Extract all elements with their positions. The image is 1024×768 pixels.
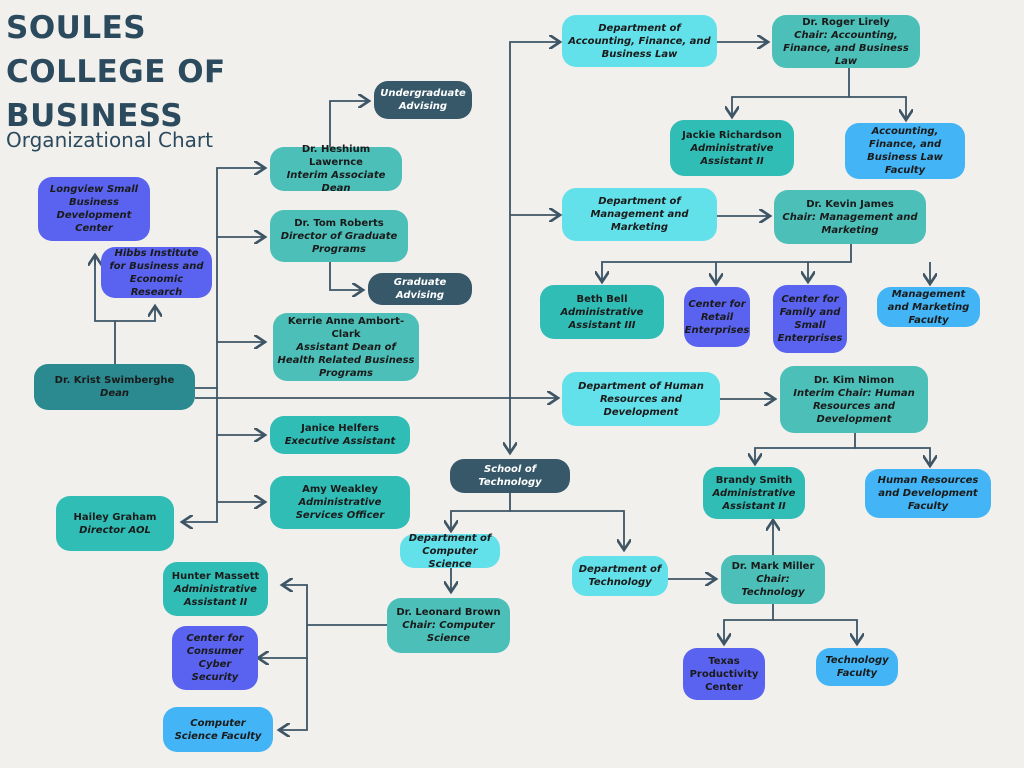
node-ug-advising: Undergraduate Advising xyxy=(374,81,472,119)
node-family: Center for Family and Small Enterprises xyxy=(773,285,847,353)
node-lawernce: Dr. Heshium Lawernce Interim Associate D… xyxy=(270,144,402,194)
node-dean: Dr. Krist Swimberghe Dean xyxy=(34,364,195,410)
node-dept-technology: Department of Technology xyxy=(572,556,668,596)
node-massett: Hunter Massett Administrative Assistant … xyxy=(163,562,268,616)
node-lirely: Dr. Roger Lirely Chair: Accounting, Fina… xyxy=(772,15,920,68)
node-dept-afbl: Department of Accounting, Finance, and B… xyxy=(562,15,717,67)
node-grad-advising: Graduate Advising xyxy=(368,273,472,305)
page-title: SOULES COLLEGE OF BUSINESS xyxy=(6,6,226,138)
node-brown: Dr. Leonard Brown Chair: Computer Scienc… xyxy=(387,598,510,653)
node-bell: Beth Bell Administrative Assistant III xyxy=(540,285,664,339)
node-richardson: Jackie Richardson Administrative Assista… xyxy=(670,120,794,176)
node-dept-cs: Department of Computer Science xyxy=(400,533,500,570)
title-line-1: SOULES xyxy=(6,10,147,46)
node-cyber-security: Center for Consumer Cyber Security xyxy=(172,626,258,690)
node-james: Dr. Kevin James Chair: Management and Ma… xyxy=(774,190,926,244)
node-longview-sbdc: Longview Small Business Development Cent… xyxy=(38,177,150,241)
node-tech-faculty: Technology Faculty xyxy=(816,648,898,686)
node-ambort-clark: Kerrie Anne Ambort-Clark Assistant Dean … xyxy=(273,313,419,381)
node-roberts: Dr. Tom Roberts Director of Graduate Pro… xyxy=(270,210,408,262)
node-hrd-faculty: Human Resources and Development Faculty xyxy=(865,469,991,518)
node-dept-mm: Department of Management and Marketing xyxy=(562,188,717,241)
node-mm-faculty: Management and Marketing Faculty xyxy=(877,287,980,327)
node-dept-hrd: Department of Human Resources and Develo… xyxy=(562,372,720,426)
title-line-2: COLLEGE OF xyxy=(6,54,226,90)
node-hailey-graham: Hailey Graham Director AOL xyxy=(56,496,174,551)
node-cs-faculty: Computer Science Faculty xyxy=(163,707,273,752)
node-smith: Brandy Smith Administrative Assistant II xyxy=(703,467,805,519)
node-hibbs-institute: Hibbs Institute for Business and Economi… xyxy=(101,247,212,298)
node-weakley: Amy Weakley Administrative Services Offi… xyxy=(270,476,410,529)
node-helfers: Janice Helfers Executive Assistant xyxy=(270,416,410,454)
node-afbl-faculty: Accounting, Finance, and Business Law Fa… xyxy=(845,123,965,179)
node-tpc: Texas Productivity Center xyxy=(683,648,765,700)
page-subtitle: Organizational Chart xyxy=(6,128,213,152)
node-nimon: Dr. Kim Nimon Interim Chair: Human Resou… xyxy=(780,366,928,433)
node-miller: Dr. Mark Miller Chair: Technology xyxy=(721,555,825,604)
node-retail: Center for Retail Enterprises xyxy=(684,287,750,347)
node-school-of-technology: School of Technology xyxy=(450,459,570,493)
title-line-3: BUSINESS xyxy=(6,98,184,134)
